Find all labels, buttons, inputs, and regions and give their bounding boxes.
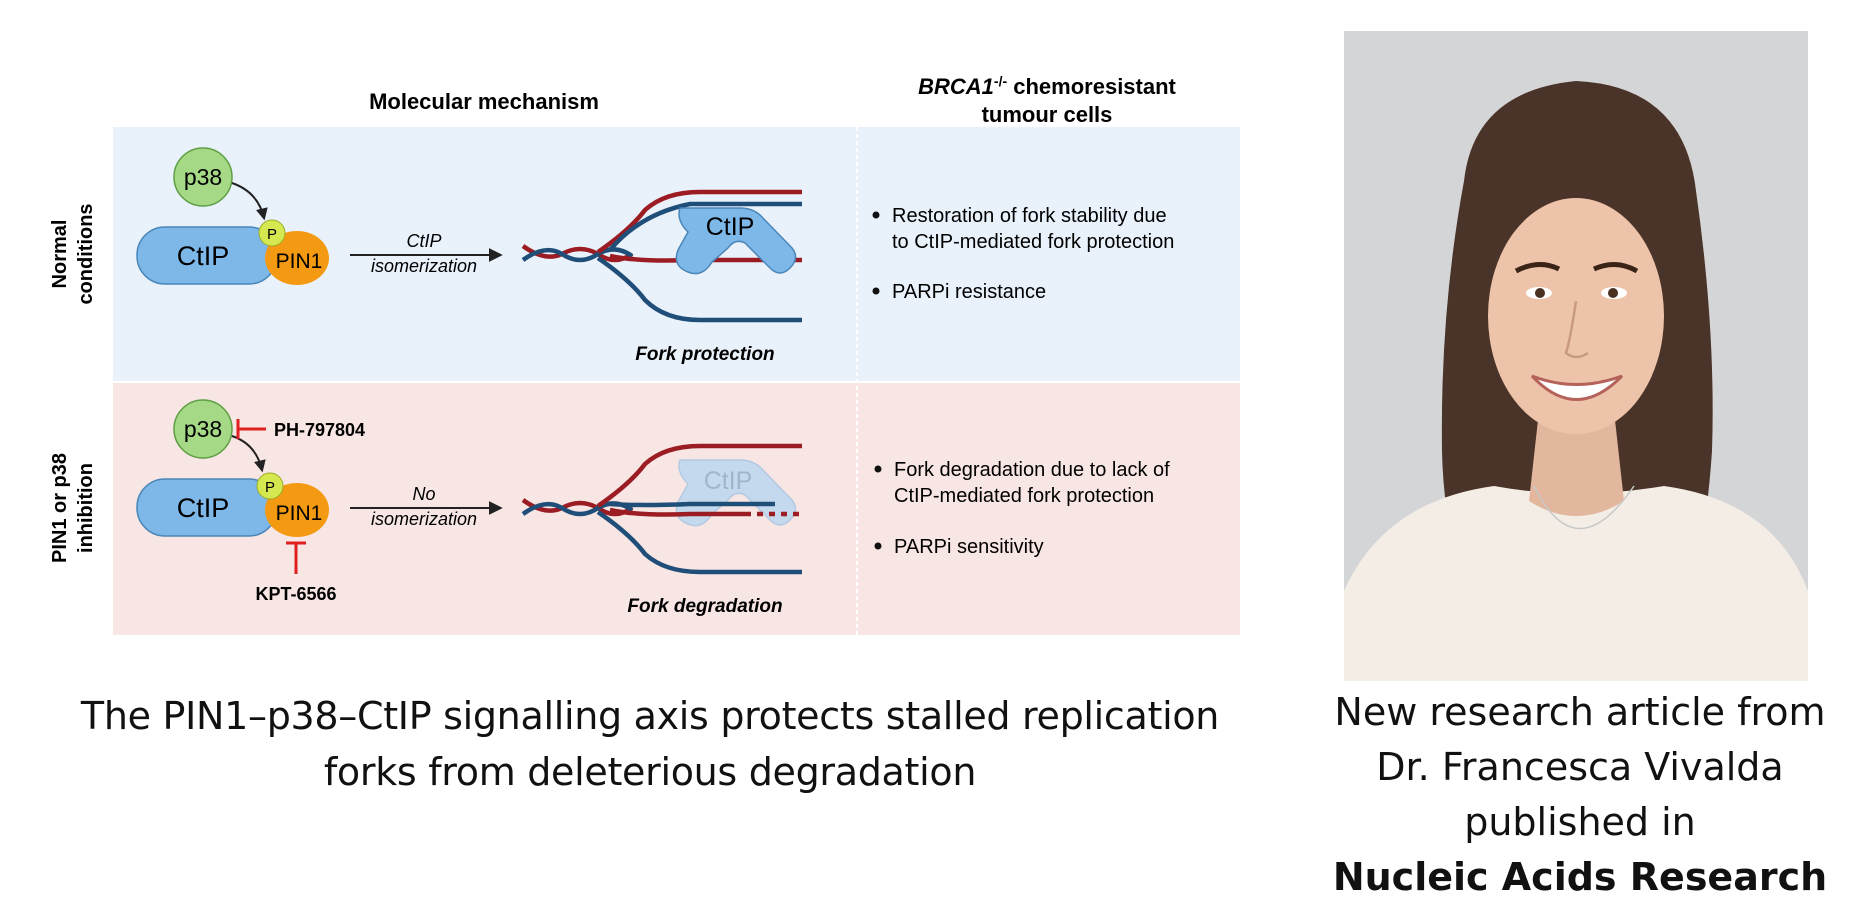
- p38-arrow-top: [231, 182, 268, 221]
- phospho-label-top: P: [267, 226, 277, 243]
- bullet-top-1: [872, 211, 880, 219]
- header-molecular-mechanism: Molecular mechanism: [369, 89, 599, 114]
- arrow-label-isomerization: isomerization: [371, 256, 477, 276]
- p38-protein-bottom: [173, 399, 233, 459]
- p38-label-bottom: p38: [184, 416, 222, 442]
- pin1-label-top: PIN1: [276, 250, 323, 273]
- bullet-bottom-2-line1: PARPi sensitivity: [894, 536, 1044, 558]
- top-complex: CtIP PIN1 P p38: [136, 147, 329, 285]
- caption-line-1: The PIN1–p38–CtIP signalling axis protec…: [80, 694, 1220, 738]
- bullet-bottom-1: [874, 465, 882, 473]
- header-brca1: BRCA1-/- chemoresistant: [918, 73, 1176, 99]
- bullet-top-1-line2: to CtIP-mediated fork protection: [892, 231, 1174, 253]
- fork-protection-label: Fork protection: [635, 344, 774, 365]
- bullet-bottom-2: [874, 542, 882, 550]
- announcement-line-3: published in: [1464, 800, 1696, 844]
- journal-name: Nucleic Acids Research: [1332, 855, 1828, 899]
- bullet-top-2: [872, 287, 880, 295]
- row-label-inhibition: inhibition: [75, 463, 97, 553]
- author-portrait: [1344, 31, 1808, 681]
- announcement-author: Dr. Francesca Vivalda: [1376, 745, 1784, 789]
- bullet-top-1-line1: Restoration of fork stability due: [892, 205, 1167, 227]
- announcement-line-1: New research article from: [1334, 690, 1826, 734]
- replication-fork-protected: [521, 189, 802, 323]
- arrow-label-no-isomerization: isomerization: [371, 509, 477, 529]
- pin1-label-bottom: PIN1: [276, 502, 323, 525]
- bullet-bottom-1-line2: CtIP-mediated fork protection: [894, 485, 1154, 507]
- bottom-complex: CtIP PIN1 P p38: [136, 399, 329, 537]
- fork-degradation-label: Fork degradation: [627, 596, 782, 617]
- p38-protein-top: [173, 147, 233, 207]
- pin1-protein-top: [265, 231, 329, 285]
- p38-label-top: p38: [184, 164, 222, 190]
- ctip-label-top: CtIP: [177, 241, 230, 271]
- row-label-pin1-p38: PIN1 or p38: [49, 453, 71, 563]
- phospho-site-bottom: [256, 472, 284, 500]
- inhibitor-ph797804-symbol: [236, 419, 266, 439]
- p38-arrow-bottom: [231, 435, 266, 473]
- phospho-site-top: [258, 219, 286, 247]
- row-label-conditions: conditions: [75, 203, 97, 304]
- caption-line-2: forks from deleterious degradation: [323, 750, 977, 794]
- article-announcement: New research article from Dr. Francesca …: [1320, 685, 1840, 905]
- ctip-label-bottom: CtIP: [177, 493, 230, 523]
- arrow-label-no: No: [412, 484, 435, 504]
- arrow-label-ctip: CtIP: [406, 231, 441, 251]
- phospho-label-bottom: P: [265, 479, 275, 496]
- inhibitor-kpt6566-symbol: [286, 541, 306, 574]
- pin1-protein-bottom: [265, 483, 329, 537]
- figure-caption: The PIN1–p38–CtIP signalling axis protec…: [50, 688, 1250, 800]
- bullet-bottom-1-line1: Fork degradation due to lack of: [894, 459, 1170, 481]
- inhibitor-kpt6566-label: KPT-6566: [255, 584, 336, 604]
- header-tumour-cells: tumour cells: [982, 102, 1113, 127]
- bullet-top-2-line1: PARPi resistance: [892, 281, 1046, 303]
- ctip-fork-protein: [675, 207, 797, 275]
- row-label-normal: Normal: [49, 220, 71, 289]
- inhibitor-ph797804-label: PH-797804: [274, 420, 365, 440]
- ctip-fork-label-faded: CtIP: [704, 467, 753, 495]
- replication-fork-degraded: [521, 443, 802, 575]
- mechanism-figure: Molecular mechanism BRCA1-/- chemoresist…: [49, 73, 1240, 635]
- ctip-fork-label: CtIP: [706, 213, 755, 241]
